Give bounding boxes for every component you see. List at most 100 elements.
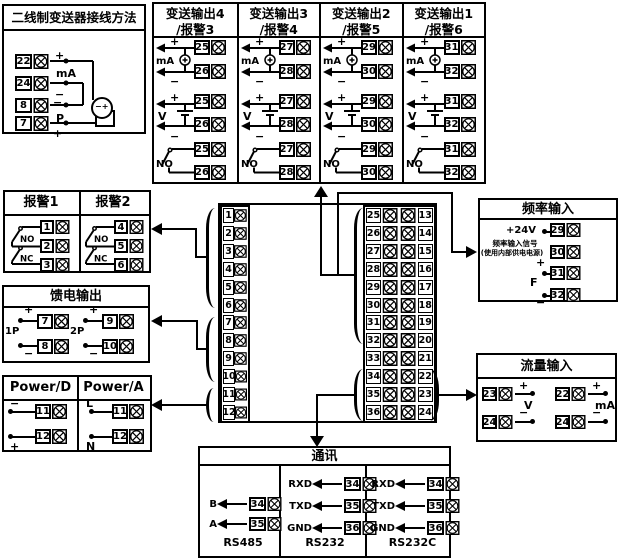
feed-output-box: 馈电输出 + 7 1P 8 − + 9 2P 10 −	[2, 285, 150, 363]
screw-terminal-icon	[381, 315, 399, 330]
terminal-number: 35	[249, 517, 266, 531]
wire	[337, 193, 339, 276]
terminal-number: 21	[417, 351, 433, 367]
polarity-label: −	[10, 397, 20, 410]
terminal-number: 34	[344, 477, 361, 491]
terminal: 28	[278, 165, 312, 180]
wire	[85, 320, 102, 322]
terminal-number: 26	[366, 225, 381, 241]
screw-terminal-icon	[54, 258, 71, 272]
polarity-label: −	[24, 347, 34, 360]
terminal: 32	[443, 64, 477, 79]
svg-text:+: +	[337, 92, 346, 104]
column-title-line1: 变送输出1	[414, 6, 474, 21]
transmit-output-column: 变送输出2 /报警5 + mA − 29 30	[319, 4, 402, 182]
line-label: L	[86, 397, 94, 410]
wire-dot	[603, 419, 608, 424]
screw-terminal-icon	[295, 117, 312, 132]
signal-label-line2: (使用内部供电电源)	[480, 249, 544, 257]
terminal: 31	[443, 142, 477, 157]
voltage-output-glyph: + V −	[156, 92, 194, 142]
current-source-icon	[179, 54, 191, 66]
screw-terminal-icon	[570, 387, 587, 401]
screw-terminal-icon	[381, 226, 399, 241]
screw-terminal-icon	[399, 387, 417, 402]
screw-terminal-icon	[54, 220, 71, 234]
terminal-number: 29	[361, 40, 377, 55]
terminal-number: 12	[112, 429, 128, 444]
wire	[91, 436, 112, 438]
wire	[544, 295, 550, 297]
wire-arrow	[395, 479, 425, 489]
brace-terminals-1-6	[206, 208, 215, 308]
wire-arrow	[395, 523, 425, 533]
screw-terminal-icon	[210, 142, 227, 157]
rs232-label: RS232	[305, 536, 345, 549]
terminal-row: 2	[223, 225, 247, 241]
screw-terminal-icon	[381, 387, 399, 402]
screw-terminal-icon	[399, 280, 417, 295]
screw-terminal-icon	[377, 40, 394, 55]
screw-terminal-icon	[381, 244, 399, 259]
current-source-icon	[263, 54, 276, 66]
terminal-number: 33	[366, 351, 381, 367]
terminal-number: 29	[361, 94, 377, 109]
terminal-number: 30	[550, 245, 565, 259]
screw-terminal-icon	[266, 517, 283, 531]
rs232c-group: RXD 34 TXD 35 GND 36	[369, 477, 461, 535]
current-output-glyph: + mA −	[405, 38, 444, 86]
screw-terminal-icon	[565, 288, 582, 302]
wire	[515, 421, 533, 423]
svg-text:NO: NO	[94, 235, 108, 245]
screw-terminal-icon	[460, 165, 477, 180]
terminal: 28	[278, 117, 312, 132]
terminal-row: 26 14	[366, 225, 433, 241]
signal-label: GND	[370, 522, 395, 534]
voltage-output-glyph: + V −	[323, 92, 361, 142]
screw-terminal-icon	[399, 298, 417, 313]
terminal: 27	[278, 142, 312, 157]
divider	[79, 192, 81, 271]
screw-terminal-icon	[497, 415, 514, 429]
terminal-number: 36	[344, 521, 361, 535]
svg-text:+: +	[170, 38, 179, 48]
unit-label: V	[524, 399, 533, 412]
terminal-number: 9	[223, 351, 235, 367]
divider	[279, 466, 281, 558]
terminal-number: 31	[550, 266, 565, 280]
terminal-number: 24	[555, 415, 570, 429]
terminal: 29	[361, 142, 394, 157]
plus-24v-label: +24V	[505, 225, 536, 236]
terminal-number: 30	[366, 297, 381, 313]
arrow-to-transmit-outputs	[314, 186, 328, 197]
screw-terminal-icon	[210, 117, 227, 132]
screw-terminal-icon	[399, 405, 417, 420]
terminal-number: 29	[550, 223, 565, 237]
terminal-row: 6	[223, 297, 247, 313]
polarity-label: +	[55, 49, 65, 62]
terminal-number: 30	[361, 117, 377, 132]
polarity-label: −	[89, 347, 99, 360]
screw-terminal-icon	[399, 208, 417, 223]
wire	[320, 197, 322, 276]
relay-contact-glyph: NO	[241, 147, 279, 174]
terminal: 25	[194, 94, 227, 109]
polarity-label: +	[53, 127, 63, 140]
signal-label: TXD	[372, 500, 395, 512]
wire	[544, 273, 550, 275]
screw-terminal-icon	[118, 314, 135, 329]
signal-label: A	[209, 518, 217, 530]
signal-label: GND	[287, 522, 312, 534]
screw-terminal-icon	[399, 369, 417, 384]
comm-row: TXD 35	[286, 499, 378, 513]
terminal-number: 26	[194, 117, 210, 132]
current-output-glyph: + mA −	[323, 38, 361, 86]
terminal: 29	[361, 94, 394, 109]
terminal-number: 24	[482, 415, 497, 429]
wire	[85, 345, 102, 347]
terminal-number: 16	[417, 261, 433, 277]
comm-row: GND 36	[286, 521, 378, 535]
terminal: 8	[37, 339, 70, 354]
polarity-label: −	[519, 406, 529, 419]
